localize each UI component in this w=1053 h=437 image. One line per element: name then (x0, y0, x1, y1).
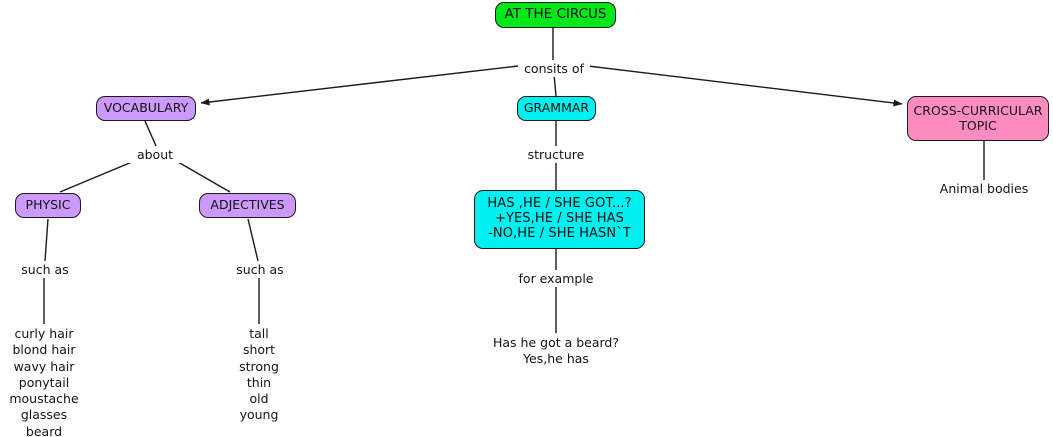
link-label-about: about (128, 147, 182, 163)
node-physic[interactable]: PHYSIC (15, 193, 81, 218)
edge-consists-to-grammar (553, 73, 557, 97)
edge-consists-to-vocabulary (200, 65, 519, 106)
edge-adjectives-to-such-as (247, 218, 259, 262)
edge-about-to-physic (59, 161, 133, 193)
edge-vocabulary-to-about (144, 120, 157, 147)
link-label-consists-of: consits of (518, 61, 590, 77)
link-label-structure: structure (524, 147, 588, 163)
leaf-animal-bodies: Animal bodies (939, 181, 1029, 196)
edge-consists-to-cross-curricular (587, 65, 903, 107)
node-structure-box[interactable]: HAS ,HE / SHE GOT...? +YES,HE / SHE HAS … (474, 190, 645, 249)
node-vocabulary[interactable]: VOCABULARY (96, 96, 196, 121)
leaf-adjectives-list: tall short strong thin old young (239, 326, 279, 423)
leaf-example-text: Has he got a beard? Yes,he has (493, 335, 619, 367)
edge-physic-to-such-as (44, 218, 49, 262)
link-label-such-as-adjectives: such as (231, 262, 289, 278)
node-at-the-circus[interactable]: AT THE CIRCUS (495, 2, 616, 28)
edge-about-to-adjectives (177, 161, 231, 193)
leaf-physic-list: curly hair blond hair wavy hair ponytail… (9, 326, 79, 437)
link-label-for-example: for example (518, 271, 594, 287)
link-label-such-as-physic: such as (16, 262, 74, 278)
node-adjectives[interactable]: ADJECTIVES (199, 193, 296, 218)
node-cross-curricular-topic[interactable]: CROSS-CURRICULAR TOPIC (907, 96, 1049, 141)
node-grammar[interactable]: GRAMMAR (517, 96, 596, 121)
